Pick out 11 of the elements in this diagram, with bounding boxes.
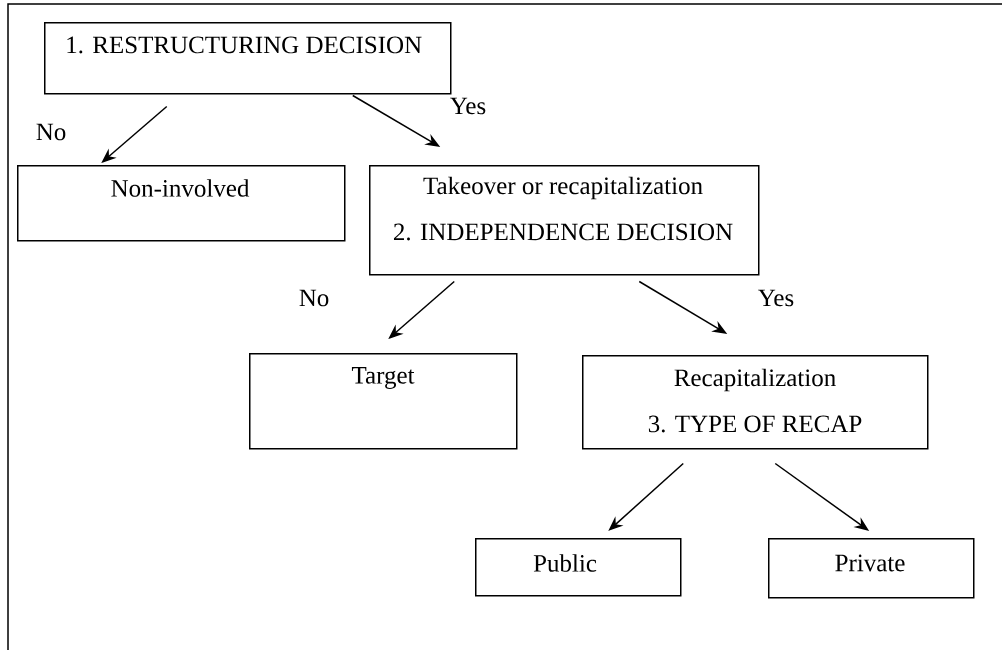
decision-box: Takeover or recapitalization 2. INDEPENDENCE DECISION [369,165,760,276]
edge-label: Yes [758,289,794,307]
decision-box: Private [768,538,975,599]
decision-box: Non-involved [17,165,346,242]
decision-box: Target [249,353,518,450]
decision-box: 1. RESTRUCTURING DECISION [44,22,452,95]
edge-label: Yes [450,97,486,115]
edge-label: No [36,123,66,141]
edge-label: No [299,289,329,307]
decision-box: Recapitalization 3. TYPE OF RECAP [582,355,929,450]
decision-box: Public [475,538,682,597]
